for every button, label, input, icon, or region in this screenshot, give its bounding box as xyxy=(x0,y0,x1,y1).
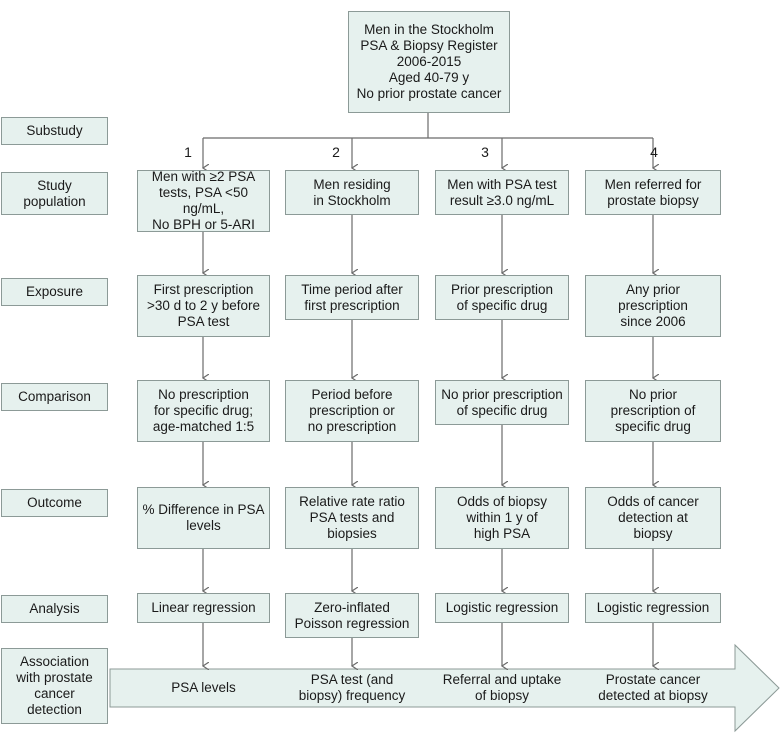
association-arrow xyxy=(109,643,780,733)
exposure-box: Time period after first prescription xyxy=(285,275,419,320)
outcome-box: % Difference in PSA levels xyxy=(137,487,270,549)
comparison-box: No prior prescription of specific drug xyxy=(435,380,569,425)
exposure-box: Any prior prescription since 2006 xyxy=(585,275,721,337)
outcome-box: Relative rate ratio PSA tests and biopsi… xyxy=(285,487,419,549)
row-label-comparison: Comparison xyxy=(1,383,108,411)
analysis-box: Logistic regression xyxy=(435,593,569,623)
population-box: Men with ≥2 PSA tests, PSA <50 ng/mL, No… xyxy=(137,169,270,232)
analysis-box: Logistic regression xyxy=(585,593,721,623)
row-label-association: Association with prostate cancer detecti… xyxy=(1,648,108,724)
comparison-box: No prior prescription of specific drug xyxy=(585,380,721,442)
row-label-substudy: Substudy xyxy=(1,117,108,145)
substudy-number: 3 xyxy=(481,144,489,160)
association-text: PSA levels xyxy=(171,680,236,695)
exposure-box: First prescription >30 d to 2 y before P… xyxy=(137,275,270,337)
substudy-number: 4 xyxy=(650,144,658,160)
association-text: Referral and uptake of biopsy xyxy=(442,672,562,703)
population-box: Men residing in Stockholm xyxy=(285,170,419,215)
cohort-box: Men in the Stockholm PSA & Biopsy Regist… xyxy=(348,11,510,113)
comparison-box: Period before prescription or no prescri… xyxy=(285,380,419,442)
outcome-box: Odds of cancer detection at biopsy xyxy=(585,487,721,549)
population-box: Men referred for prostate biopsy xyxy=(585,170,721,215)
population-box: Men with PSA test result ≥3.0 ng/mL xyxy=(435,170,569,215)
exposure-box: Prior prescription of specific drug xyxy=(435,275,569,320)
outcome-box: Odds of biopsy within 1 y of high PSA xyxy=(435,487,569,549)
analysis-box: Zero-inflated Poisson regression xyxy=(285,593,419,638)
association-text: PSA test (and biopsy) frequency xyxy=(298,672,406,703)
analysis-box: Linear regression xyxy=(137,593,270,623)
row-label-analysis: Analysis xyxy=(1,595,108,623)
substudy-number: 1 xyxy=(184,144,192,160)
row-label-population: Study population xyxy=(1,172,108,215)
row-label-exposure: Exposure xyxy=(1,278,108,306)
substudy-number: 2 xyxy=(332,144,340,160)
association-text: Prostate cancer detected at biopsy xyxy=(598,672,708,703)
comparison-box: No prescription for specific drug; age-m… xyxy=(137,380,270,442)
row-label-outcome: Outcome xyxy=(1,489,108,517)
